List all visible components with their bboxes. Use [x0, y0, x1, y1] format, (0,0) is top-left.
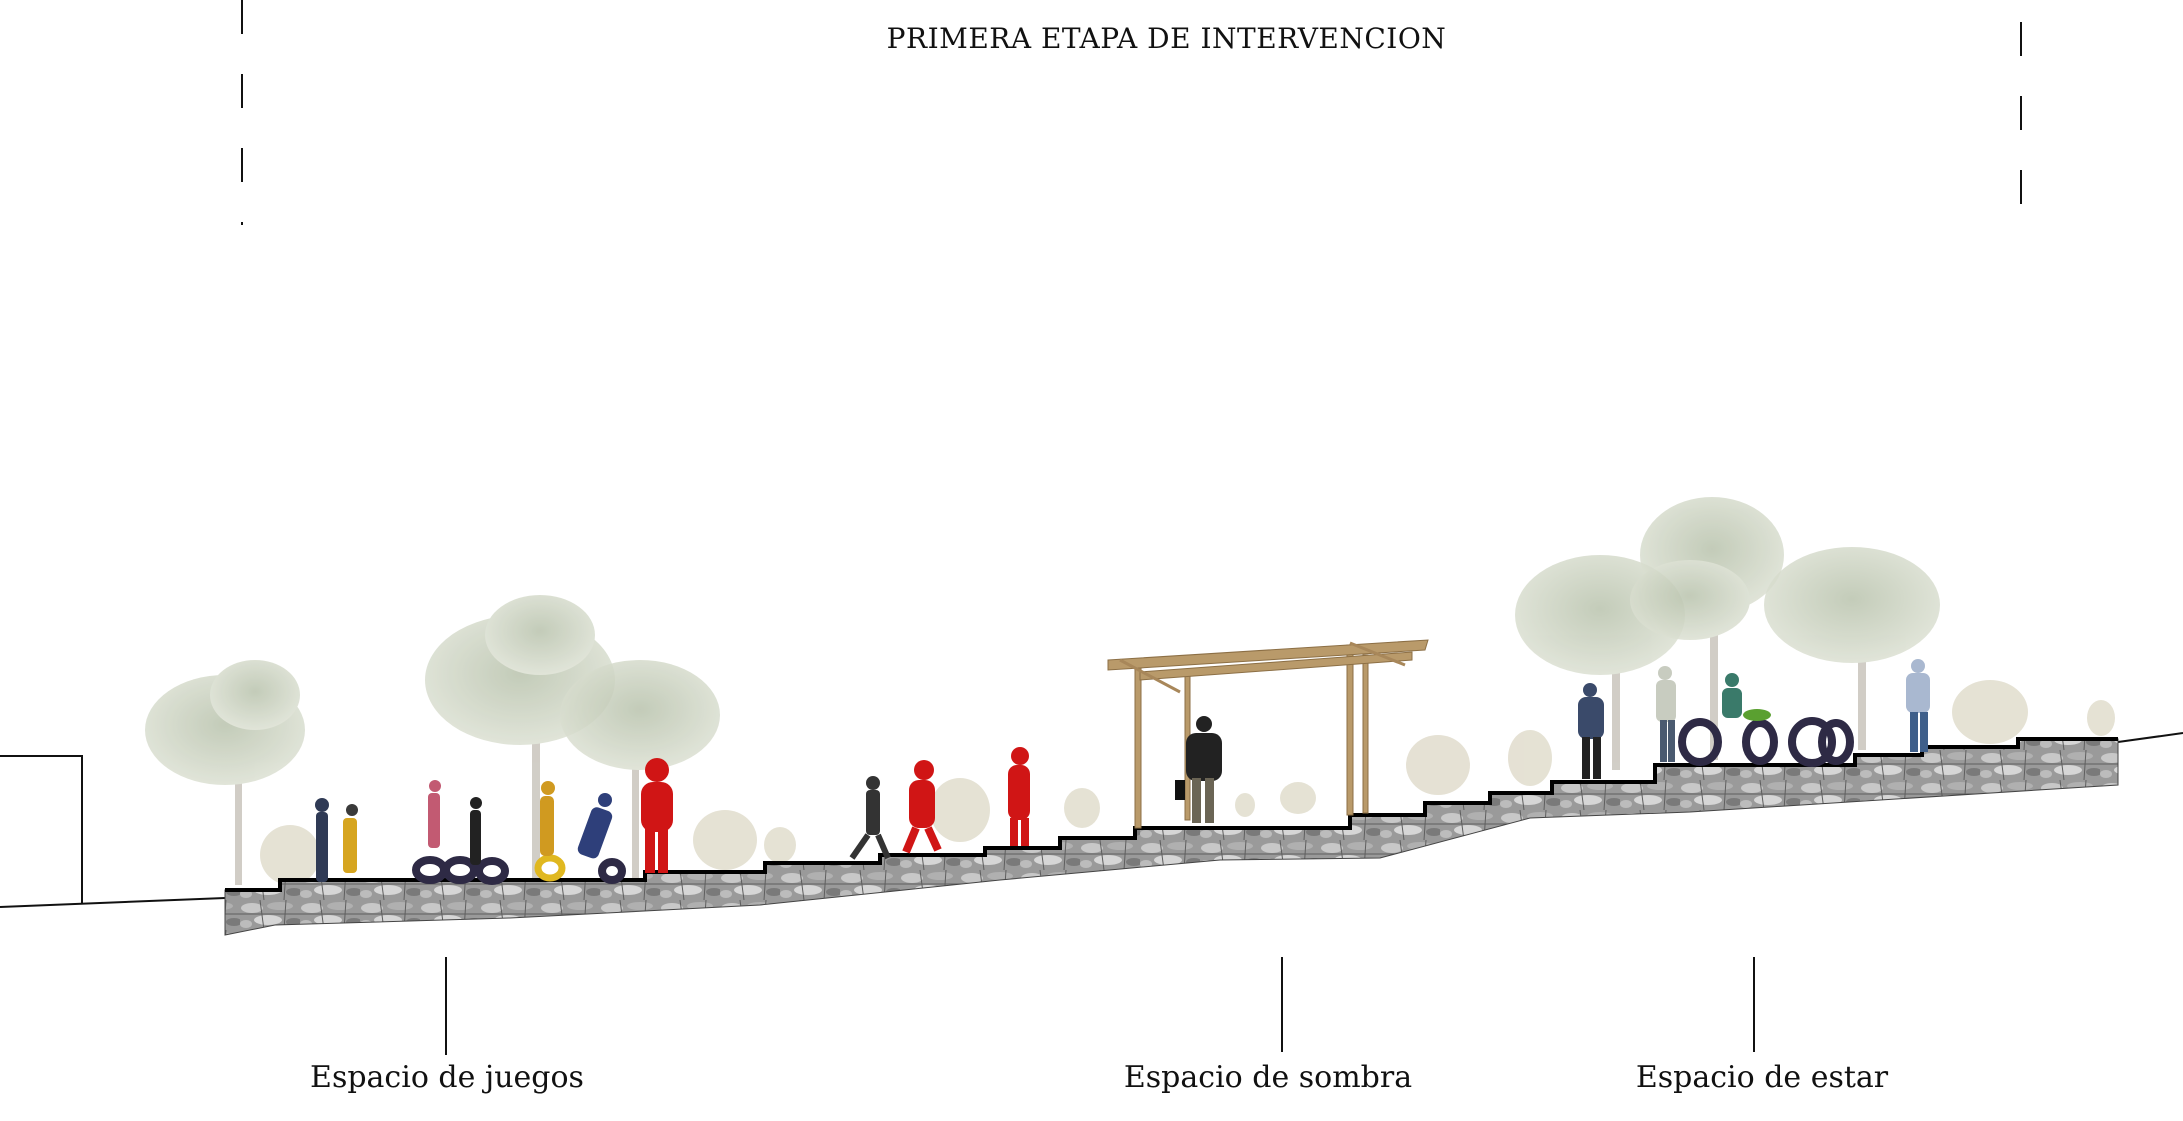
terrace-profile: [225, 737, 2118, 892]
yellow-tire: [534, 854, 566, 882]
person-red: [902, 760, 942, 854]
tree: [1630, 497, 1784, 760]
person-red: [1008, 747, 1030, 846]
zone-label-estar: Espacio de estar: [1635, 1060, 1889, 1095]
zone-label-juegos: Espacio de juegos: [310, 1060, 584, 1095]
shrubs: [260, 680, 2115, 885]
tree: [1764, 547, 1940, 750]
drawing-title: PRIMERA ETAPA DE INTERVENCION: [886, 22, 1447, 55]
person: [315, 798, 329, 882]
pergola: [1107, 639, 1429, 829]
stone-wall: [224, 738, 2119, 936]
person: [1578, 683, 1604, 779]
tires: [412, 717, 1854, 885]
tree: [560, 660, 720, 880]
person-child: [540, 781, 555, 856]
tree: [145, 660, 305, 885]
people: [315, 659, 1930, 882]
plants-on-tires: [1743, 709, 1771, 721]
person: [1175, 716, 1222, 823]
person: [1906, 659, 1930, 752]
person-seated: [1722, 673, 1742, 718]
person-child: [577, 793, 613, 859]
person: [849, 776, 891, 860]
person-child: [470, 797, 482, 865]
dashed-reference-lines: [241, 0, 2022, 232]
person-child: [343, 804, 358, 873]
trees: [145, 497, 1940, 885]
leader-lines: [445, 957, 1755, 1055]
person-red: [641, 758, 673, 873]
left-building-outline: [0, 732, 2183, 908]
zone-label-sombra: Espacio de sombra: [1123, 1060, 1413, 1095]
person: [1656, 666, 1676, 762]
person-child: [428, 780, 441, 848]
